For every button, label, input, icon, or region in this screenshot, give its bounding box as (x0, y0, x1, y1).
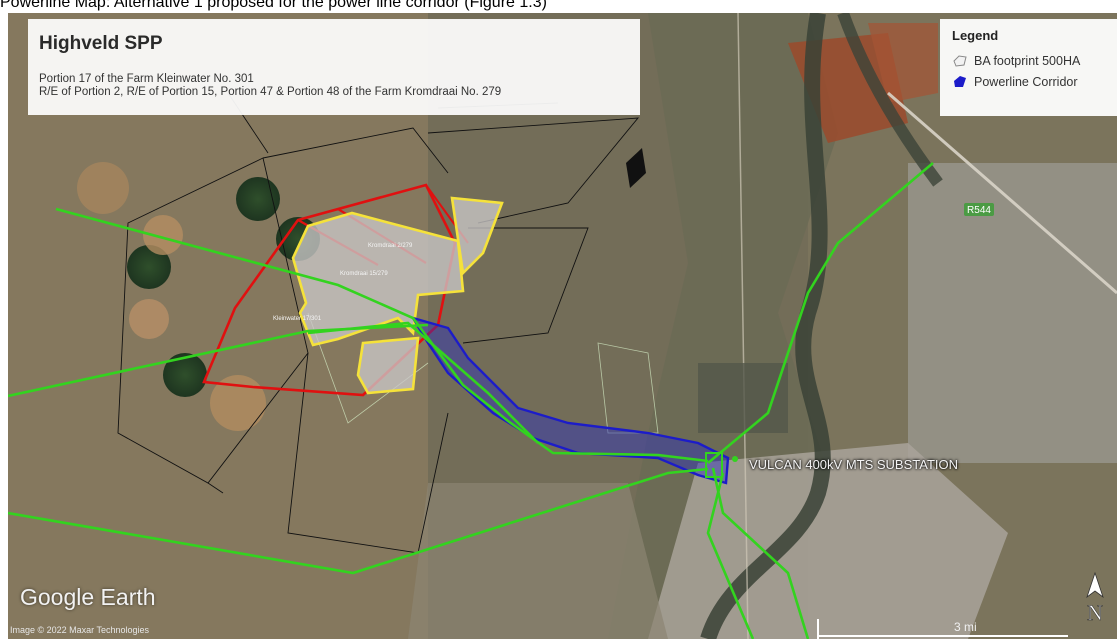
map-viewport[interactable]: R544 Kromdraai 2/279 Kromdraai 15/279 Kl… (8, 13, 1117, 639)
figure-caption: Powerline Map: Alternative 1 proposed fo… (0, 0, 547, 11)
road-label: R544 (967, 205, 991, 216)
legend-panel: Legend BA footprint 500HA Powerline Corr… (940, 19, 1117, 116)
parcel-label: Kromdraai 15/279 (340, 271, 388, 277)
ba-footprint[interactable] (356, 336, 420, 395)
caption-strip: Powerline Map: Alternative 1 proposed fo… (0, 0, 1117, 16)
powerline-corridor[interactable] (410, 316, 730, 485)
pivot-field (236, 177, 280, 221)
polygon-filled-blue-icon (954, 75, 966, 87)
google-earth-watermark: Google Earth (20, 584, 156, 610)
pivot-field (127, 245, 171, 289)
ba-footprint[interactable] (291, 211, 465, 347)
parcel-label: Kromdraai 2/279 (368, 243, 413, 249)
ba-footprint[interactable] (450, 196, 504, 276)
powerlines (8, 162, 934, 639)
road-sign (964, 203, 994, 216)
property-line-1: Portion 17 of the Farm Kleinwater No. 30… (39, 73, 254, 85)
pivot-field (163, 353, 207, 397)
scale-label: 3 mi (954, 620, 977, 634)
north-arrow-icon: N (1086, 571, 1104, 625)
satellite-map[interactable]: R544 Kromdraai 2/279 Kromdraai 15/279 Kl… (8, 13, 1117, 639)
property-line-2: R/E of Portion 2, R/E of Portion 15, Por… (39, 86, 502, 98)
title-panel: Highveld SPP Portion 17 of the Farm Klei… (28, 19, 640, 115)
substation-marker[interactable] (705, 452, 723, 478)
parcel-label: Kleinwater 17/301 (273, 316, 322, 322)
substation-label: VULCAN 400kV MTS SUBSTATION (749, 457, 959, 472)
legend-title: Legend (952, 28, 999, 43)
legend-label: BA footprint 500HA (974, 53, 1081, 68)
north-label: N (1087, 600, 1103, 625)
imagery-copyright: Image © 2022 Maxar Technologies (10, 625, 150, 635)
map-title: Highveld SPP (39, 33, 163, 54)
legend-item-footprint: BA footprint 500HA (952, 50, 1109, 71)
legend-label: Powerline Corridor (974, 74, 1078, 89)
legend-item-corridor: Powerline Corridor (952, 71, 1109, 92)
alternative-boundary (202, 183, 457, 397)
polygon-outline-icon (953, 54, 967, 67)
